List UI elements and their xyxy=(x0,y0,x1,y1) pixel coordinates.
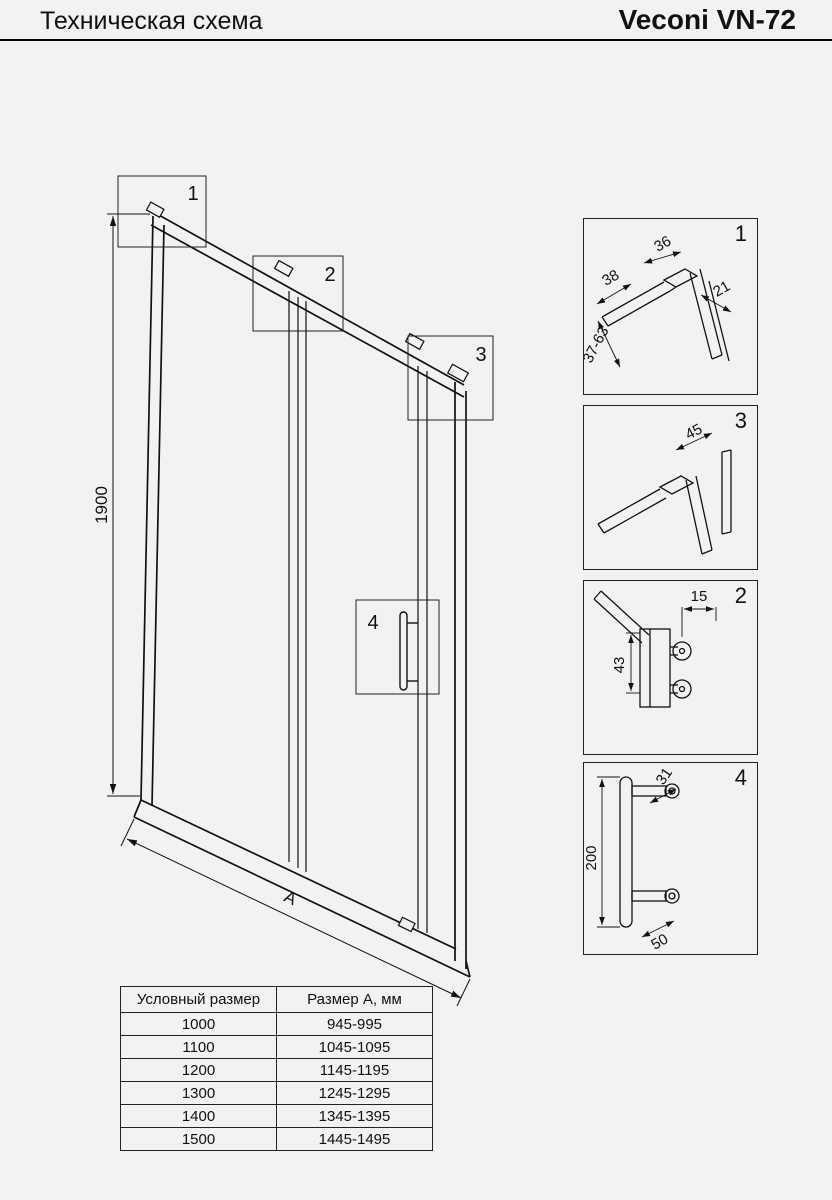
table-row: 1500 1445-1495 xyxy=(120,1127,433,1151)
cell-nominal: 1400 xyxy=(120,1104,277,1128)
cell-nominal: 1500 xyxy=(120,1127,277,1151)
detail-4-dim-200: 200 xyxy=(584,845,600,870)
dim-height-label: 1900 xyxy=(92,486,111,524)
table-header-size-a: Размер А, мм xyxy=(276,986,433,1013)
detail-1-dim-37-63: 37-63 xyxy=(584,324,613,366)
height-dimension xyxy=(107,213,150,797)
detail-3-drawing: 45 xyxy=(597,421,732,555)
page-header: Техническая схема Veconi VN-72 xyxy=(0,0,832,41)
callout-3: 3 xyxy=(475,344,486,366)
door-frame xyxy=(133,213,471,978)
size-table: Условный размер Размер А, мм 1000 945-99… xyxy=(120,986,433,1151)
table-row: 1300 1245-1295 xyxy=(120,1081,433,1105)
detail-3-dim-45: 45 xyxy=(683,421,706,444)
callout-4: 4 xyxy=(367,612,378,634)
detail-2-dim-15: 15 xyxy=(691,588,708,605)
table-row: 1000 945-995 xyxy=(120,1012,433,1036)
detail-1-dim-36: 36 xyxy=(651,233,674,256)
detail-box-1: 1 38 36 21 37-63 xyxy=(583,218,758,395)
page-title: Техническая схема xyxy=(40,7,263,35)
detail-4-drawing: 31 200 50 xyxy=(584,765,680,954)
glass-panel-edges xyxy=(288,291,428,933)
detail-box-3: 3 45 xyxy=(583,405,758,570)
dim-width-label: A xyxy=(281,887,300,909)
detail-box-4: 4 31 200 50 xyxy=(583,762,758,955)
detail-1-number: 1 xyxy=(734,221,747,246)
table-row: 1200 1145-1195 xyxy=(120,1058,433,1082)
cell-size-a: 945-995 xyxy=(276,1012,433,1036)
cell-nominal: 1200 xyxy=(120,1058,277,1082)
door-handle xyxy=(399,611,418,691)
detail-1-drawing: 38 36 21 37-63 xyxy=(584,233,733,368)
cell-size-a: 1445-1495 xyxy=(276,1127,433,1151)
cell-size-a: 1245-1295 xyxy=(276,1081,433,1105)
cell-size-a: 1045-1095 xyxy=(276,1035,433,1059)
model-title: Veconi VN-72 xyxy=(618,4,796,35)
width-dimension xyxy=(120,818,471,1007)
detail-2-number: 2 xyxy=(734,583,747,608)
table-header-row: Условный размер Размер А, мм xyxy=(120,986,433,1013)
roller-brackets xyxy=(145,201,470,933)
cell-nominal: 1300 xyxy=(120,1081,277,1105)
detail-1-dim-21: 21 xyxy=(710,278,733,301)
callout-2: 2 xyxy=(324,264,335,286)
detail-box-2: 2 15 xyxy=(583,580,758,755)
detail-4-dim-50: 50 xyxy=(648,931,671,954)
detail-4-number: 4 xyxy=(734,765,747,790)
cell-nominal: 1000 xyxy=(120,1012,277,1036)
table-header-nominal: Условный размер xyxy=(120,986,277,1013)
callout-1: 1 xyxy=(187,183,198,205)
table-row: 1400 1345-1395 xyxy=(120,1104,433,1128)
detail-1-dim-38: 38 xyxy=(599,267,622,290)
cell-size-a: 1145-1195 xyxy=(276,1058,433,1082)
detail-3-number: 3 xyxy=(734,408,747,433)
detail-2-dim-43: 43 xyxy=(611,657,628,674)
cell-nominal: 1100 xyxy=(120,1035,277,1059)
detail-4-dim-31: 31 xyxy=(653,765,676,788)
callout-boxes xyxy=(117,175,494,695)
detail-2-drawing: 15 43 xyxy=(593,588,717,708)
cell-size-a: 1345-1395 xyxy=(276,1104,433,1128)
table-row: 1100 1045-1095 xyxy=(120,1035,433,1059)
